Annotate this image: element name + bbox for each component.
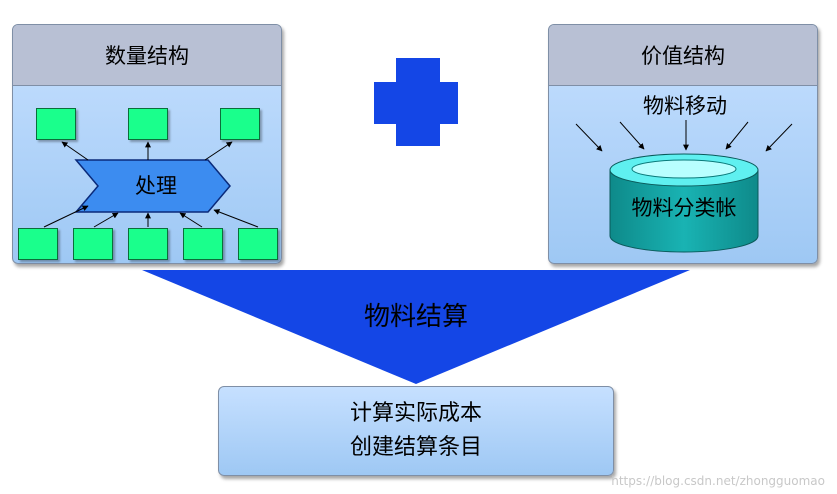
result-line-2: 创建结算条目 bbox=[349, 435, 482, 460]
input-box bbox=[18, 228, 58, 260]
output-box bbox=[36, 108, 76, 140]
arrow bbox=[619, 121, 645, 150]
input-box bbox=[238, 228, 278, 260]
process-chevron bbox=[74, 159, 231, 213]
material-ledger-label: 物料分类帐 bbox=[631, 196, 737, 220]
arrow bbox=[725, 121, 749, 150]
arrow bbox=[43, 205, 89, 228]
value-structure-title: 价值结构 bbox=[549, 25, 817, 86]
result-box: 计算实际成本 创建结算条目 bbox=[218, 386, 614, 476]
material-movement-label: 物料移动 bbox=[643, 94, 727, 118]
output-box bbox=[220, 108, 260, 140]
arrow bbox=[179, 212, 203, 228]
arrow bbox=[93, 212, 119, 228]
settlement-label: 物料结算 bbox=[363, 302, 468, 332]
input-box bbox=[183, 228, 223, 260]
output-box bbox=[128, 108, 168, 140]
ledger-cylinder-icon bbox=[609, 153, 759, 253]
arrow bbox=[204, 141, 233, 161]
arrow bbox=[575, 123, 603, 152]
arrow bbox=[765, 123, 793, 152]
watermark-text: https://blog.csdn.net/zhongguomao bbox=[611, 474, 825, 488]
quantity-structure-title: 数量结构 bbox=[13, 25, 281, 86]
arrow bbox=[213, 209, 259, 228]
arrow bbox=[61, 141, 89, 161]
process-label: 处理 bbox=[135, 174, 177, 198]
input-box bbox=[73, 228, 113, 260]
input-box bbox=[128, 228, 168, 260]
result-line-1: 计算实际成本 bbox=[349, 401, 482, 426]
quantity-structure-panel: 数量结构 bbox=[12, 24, 282, 264]
funnel-shape bbox=[142, 270, 690, 384]
plus-icon bbox=[374, 58, 458, 146]
